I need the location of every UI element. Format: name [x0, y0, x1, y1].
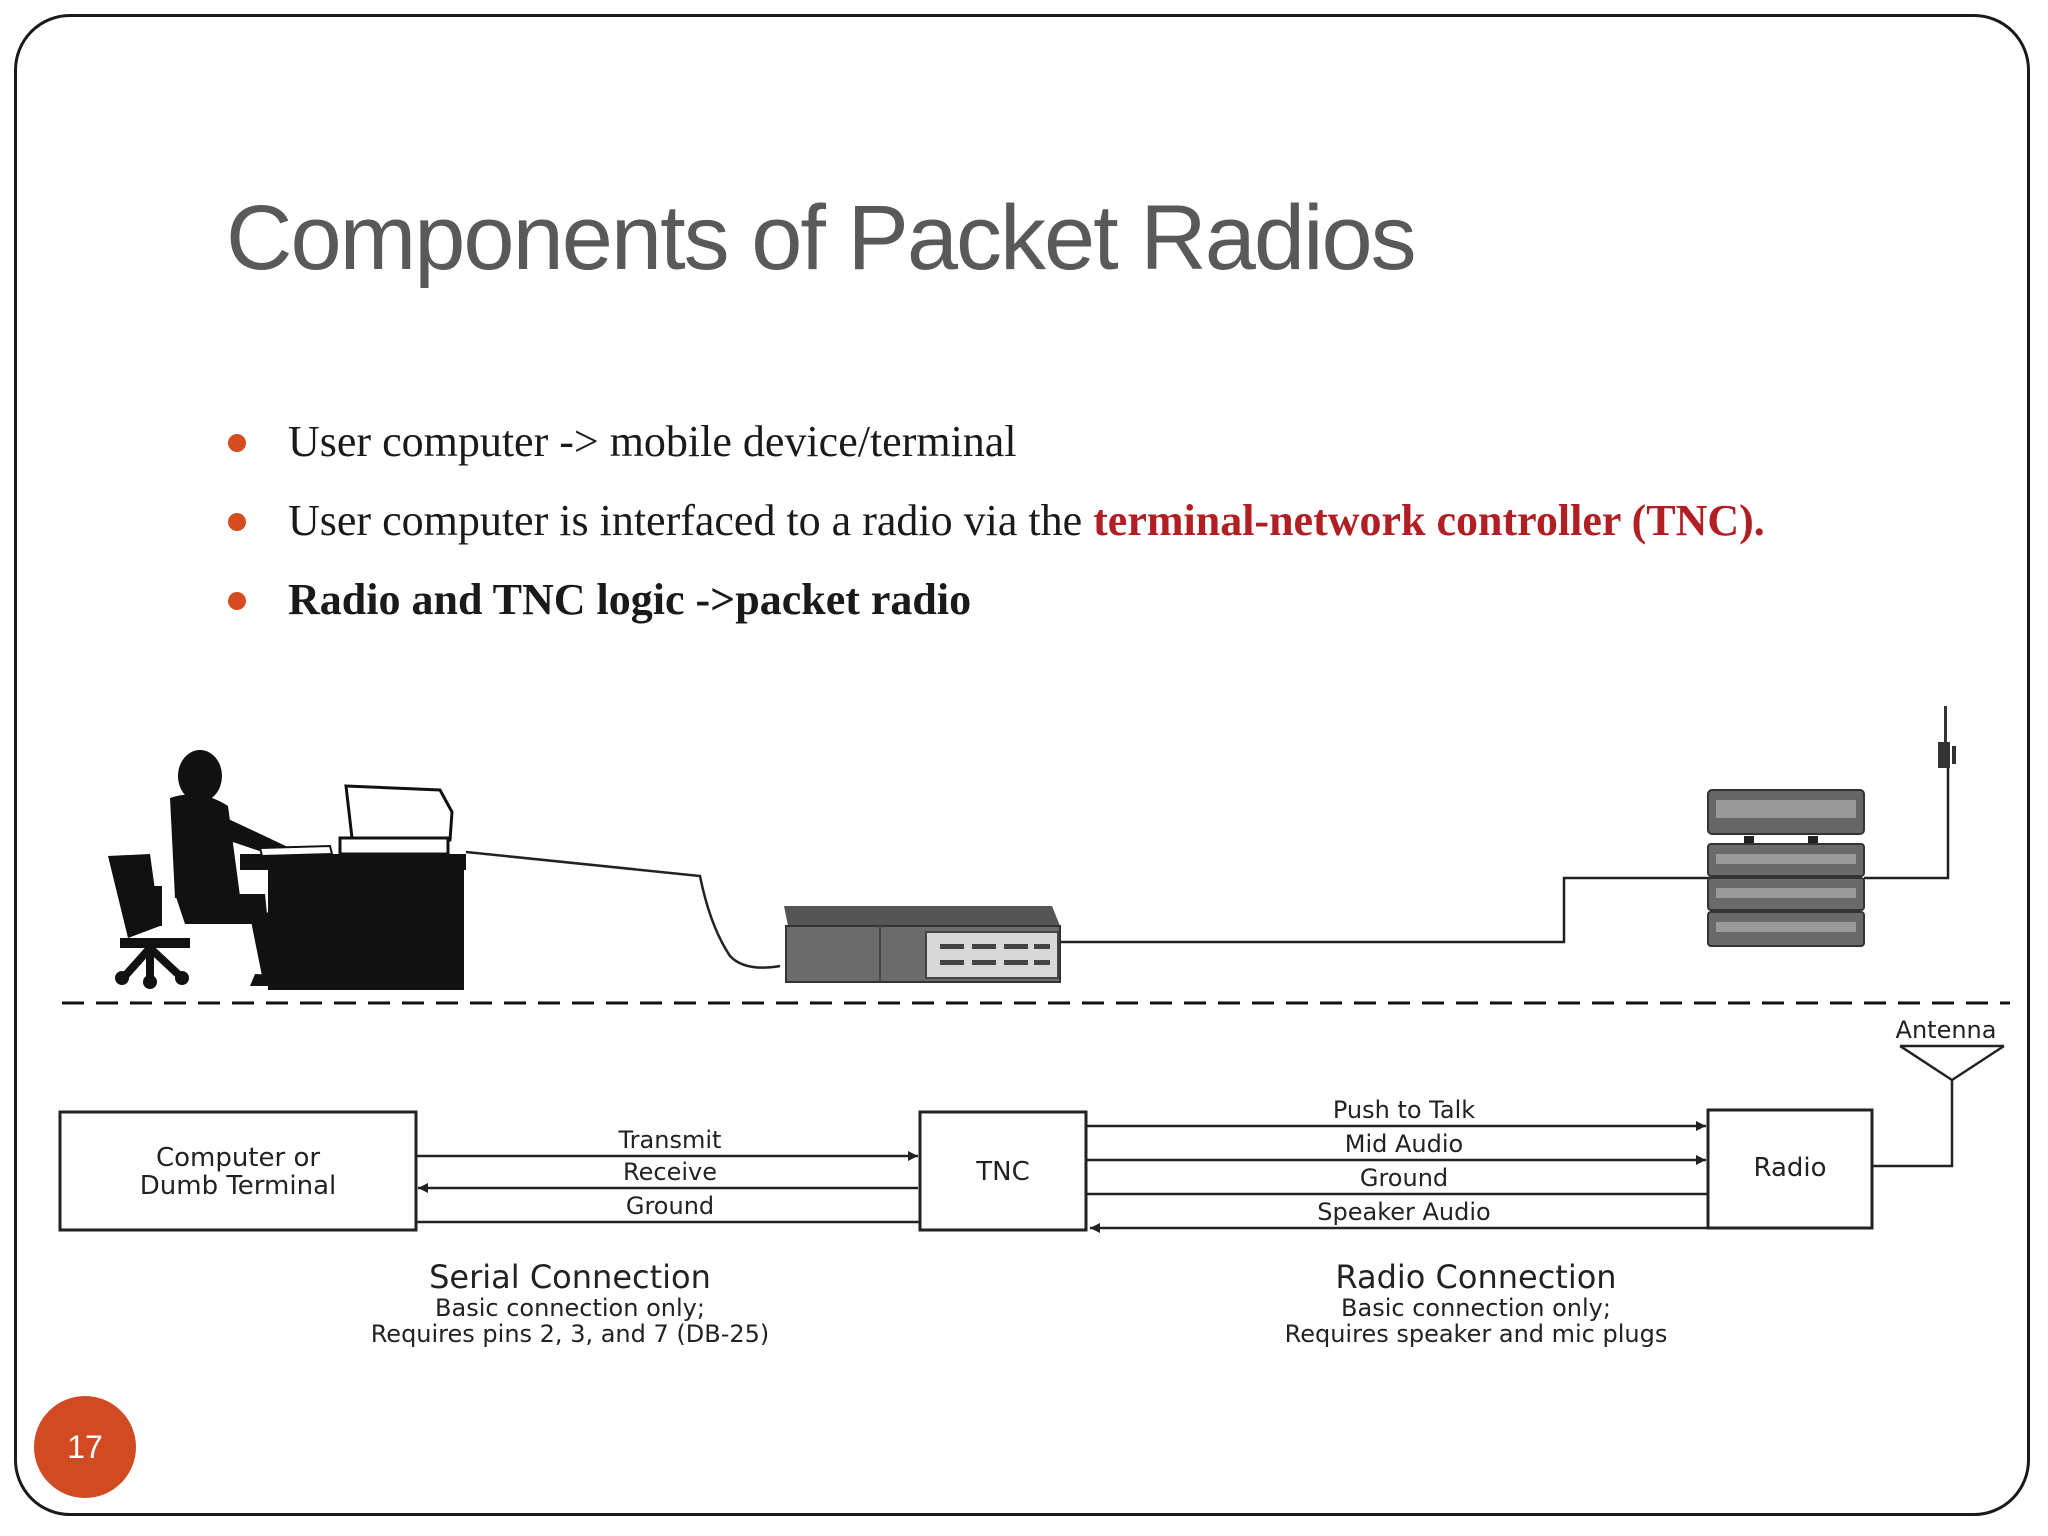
push-to-talk-label: Push to Talk [1333, 1096, 1475, 1124]
bullet-dot-icon [228, 592, 246, 610]
bullet-item: Radio and TNC logic ->packet radio [228, 570, 2008, 649]
radio-ground-label: Ground [1360, 1164, 1448, 1192]
radio-box-label: Radio [1753, 1153, 1826, 1183]
antenna-label: Antenna [1896, 1016, 1997, 1044]
transmit-label: Transmit [618, 1126, 722, 1154]
radio-stack-icon [1707, 789, 1865, 947]
mid-audio-label: Mid Audio [1345, 1130, 1463, 1158]
antenna-icon [1899, 1044, 2005, 1082]
serial-caption-line: Basic connection only; [435, 1294, 705, 1322]
page-number-badge: 17 [34, 1396, 136, 1498]
speaker-audio-label: Speaker Audio [1317, 1198, 1490, 1226]
bullet-text: User computer -> mobile device/terminal [288, 417, 1017, 466]
serial-caption-line: Requires pins 2, 3, and 7 (DB-25) [371, 1320, 770, 1348]
tnc-device-icon [784, 906, 1061, 983]
bullet-dot-icon [228, 513, 246, 531]
computer-box [58, 1110, 418, 1232]
receive-label: Receive [623, 1158, 717, 1186]
tnc-box-label: TNC [975, 1157, 1030, 1187]
serial-caption-title: Serial Connection [429, 1258, 711, 1296]
bullet-dot-icon [228, 434, 246, 452]
bullet-text: User computer is interfaced to a radio v… [288, 496, 1094, 545]
slide-title: Components of Packet Radios [226, 187, 1417, 289]
computer-box-label: Computer or [156, 1143, 320, 1173]
radio-box [1706, 1108, 1874, 1230]
slide-frame [14, 14, 2030, 1516]
bullet-item: User computer -> mobile device/terminal [228, 412, 2008, 491]
mast-antenna-icon [1938, 706, 1956, 768]
tnc-box [918, 1110, 1088, 1232]
radio-caption-line: Requires speaker and mic plugs [1285, 1320, 1668, 1348]
radio-caption-line: Basic connection only; [1341, 1294, 1611, 1322]
computer-box-label: Dumb Terminal [140, 1171, 336, 1201]
radio-caption-title: Radio Connection [1335, 1258, 1616, 1296]
bullet-text: Radio and TNC logic ->packet radio [288, 575, 972, 624]
packet-radio-diagram: Computer or Dumb Terminal TNC Radio Tran… [58, 706, 2010, 1348]
serial-ground-label: Ground [626, 1192, 714, 1220]
bullet-highlight: terminal-network controller (TNC). [1093, 496, 1765, 545]
bullet-item: User computer is interfaced to a radio v… [228, 491, 2008, 570]
person-at-desk-icon [108, 750, 466, 990]
bullet-list: User computer -> mobile device/terminal … [228, 412, 2008, 649]
